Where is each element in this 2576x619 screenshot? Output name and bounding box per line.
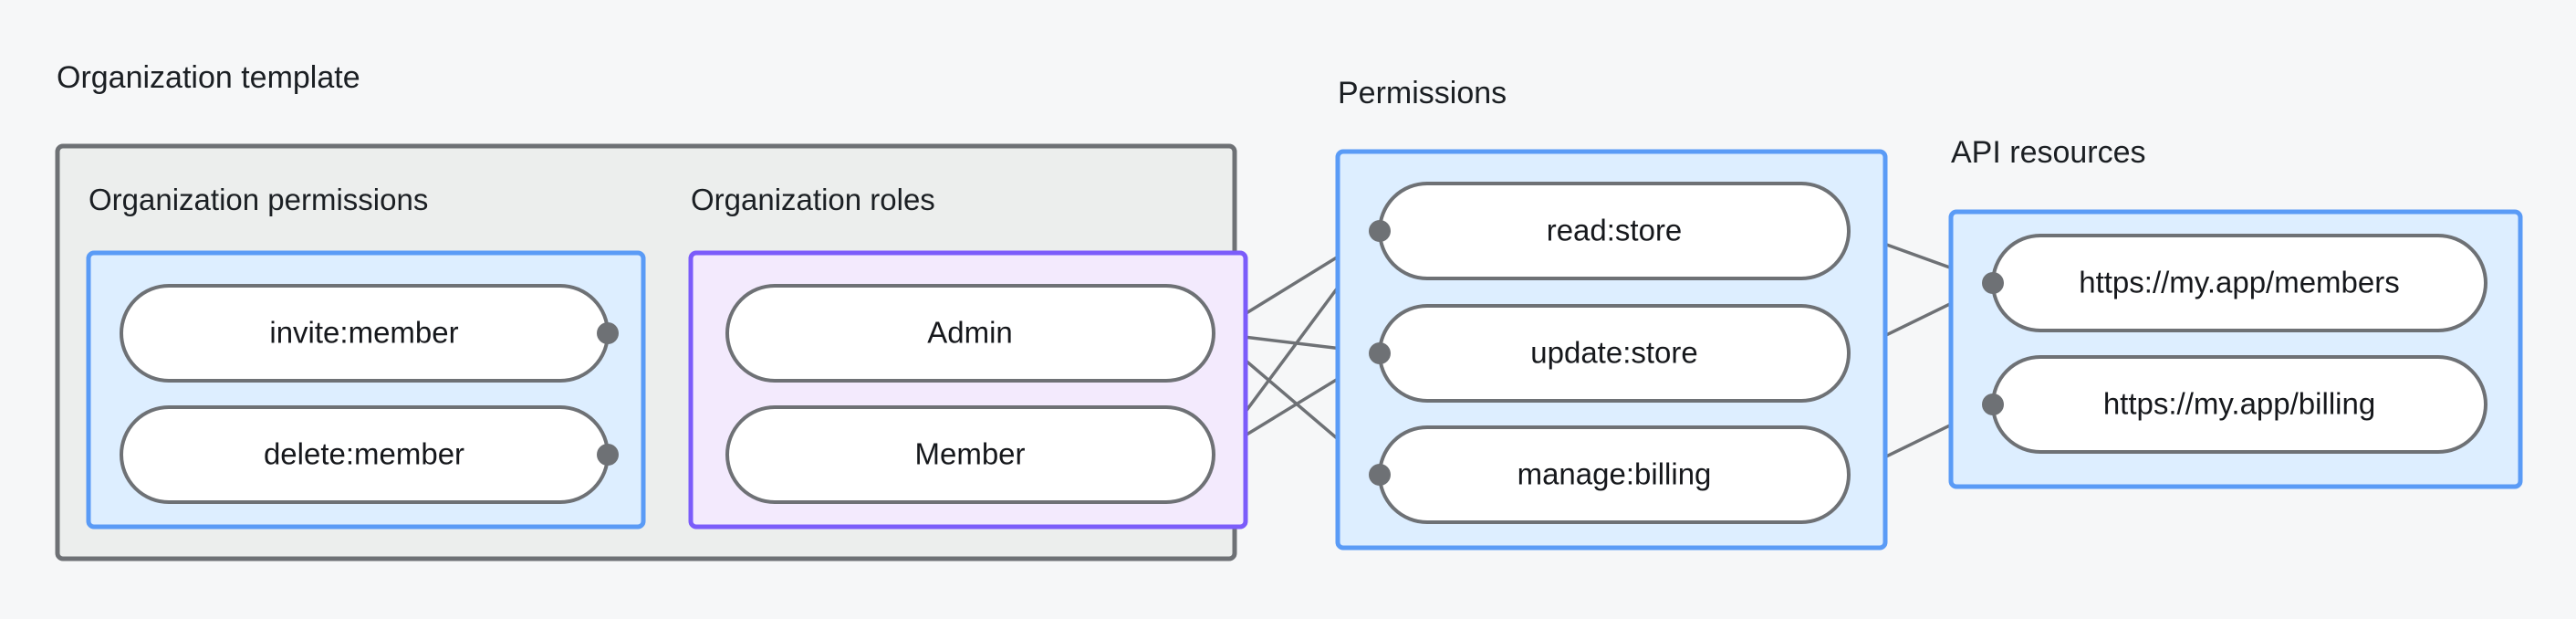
node-invite-member[interactable]: invite:member — [120, 284, 610, 383]
node-member-shape[interactable] — [725, 405, 1215, 504]
port-manage-billing-in — [1369, 464, 1391, 486]
node-admin[interactable]: Admin — [725, 284, 1215, 383]
node-delete-member-label: delete:member — [264, 437, 464, 471]
port-read-store-in — [1369, 220, 1391, 242]
node-read-store[interactable]: read:store — [1378, 182, 1851, 280]
port-update-store-in — [1369, 342, 1391, 364]
node-admin-shape[interactable] — [725, 284, 1215, 383]
node-update-store-label: update:store — [1530, 336, 1697, 370]
port-delete-member-out — [597, 444, 619, 466]
node-delete-member[interactable]: delete:member — [120, 405, 610, 504]
node-members-url-label: https://my.app/members — [2079, 266, 2400, 299]
node-billing-url-label: https://my.app/billing — [2103, 387, 2375, 421]
permissions-label: Permissions — [1338, 76, 1507, 110]
api-resources-label: API resources — [1951, 135, 2146, 170]
port-members-url-in — [1982, 272, 2004, 294]
port-billing-url-in — [1982, 393, 2004, 415]
node-invite-member-label: invite:member — [269, 316, 458, 350]
node-admin-label: Admin — [927, 316, 1013, 350]
node-member-label: Member — [914, 437, 1025, 471]
node-read-store-label: read:store — [1547, 214, 1683, 247]
node-member[interactable]: Member — [725, 405, 1215, 504]
node-members-url[interactable]: https://my.app/members — [1991, 234, 2487, 332]
port-layer — [597, 220, 2004, 486]
organization-roles-label: Organization roles — [691, 183, 935, 216]
node-update-store[interactable]: update:store — [1378, 304, 1851, 403]
organization-template-label: Organization template — [57, 60, 360, 95]
port-invite-member-out — [597, 322, 619, 344]
node-billing-url[interactable]: https://my.app/billing — [1991, 355, 2487, 454]
organization-permissions-label: Organization permissions — [89, 183, 428, 216]
node-manage-billing[interactable]: manage:billing — [1378, 425, 1851, 524]
node-manage-billing-label: manage:billing — [1517, 457, 1712, 491]
